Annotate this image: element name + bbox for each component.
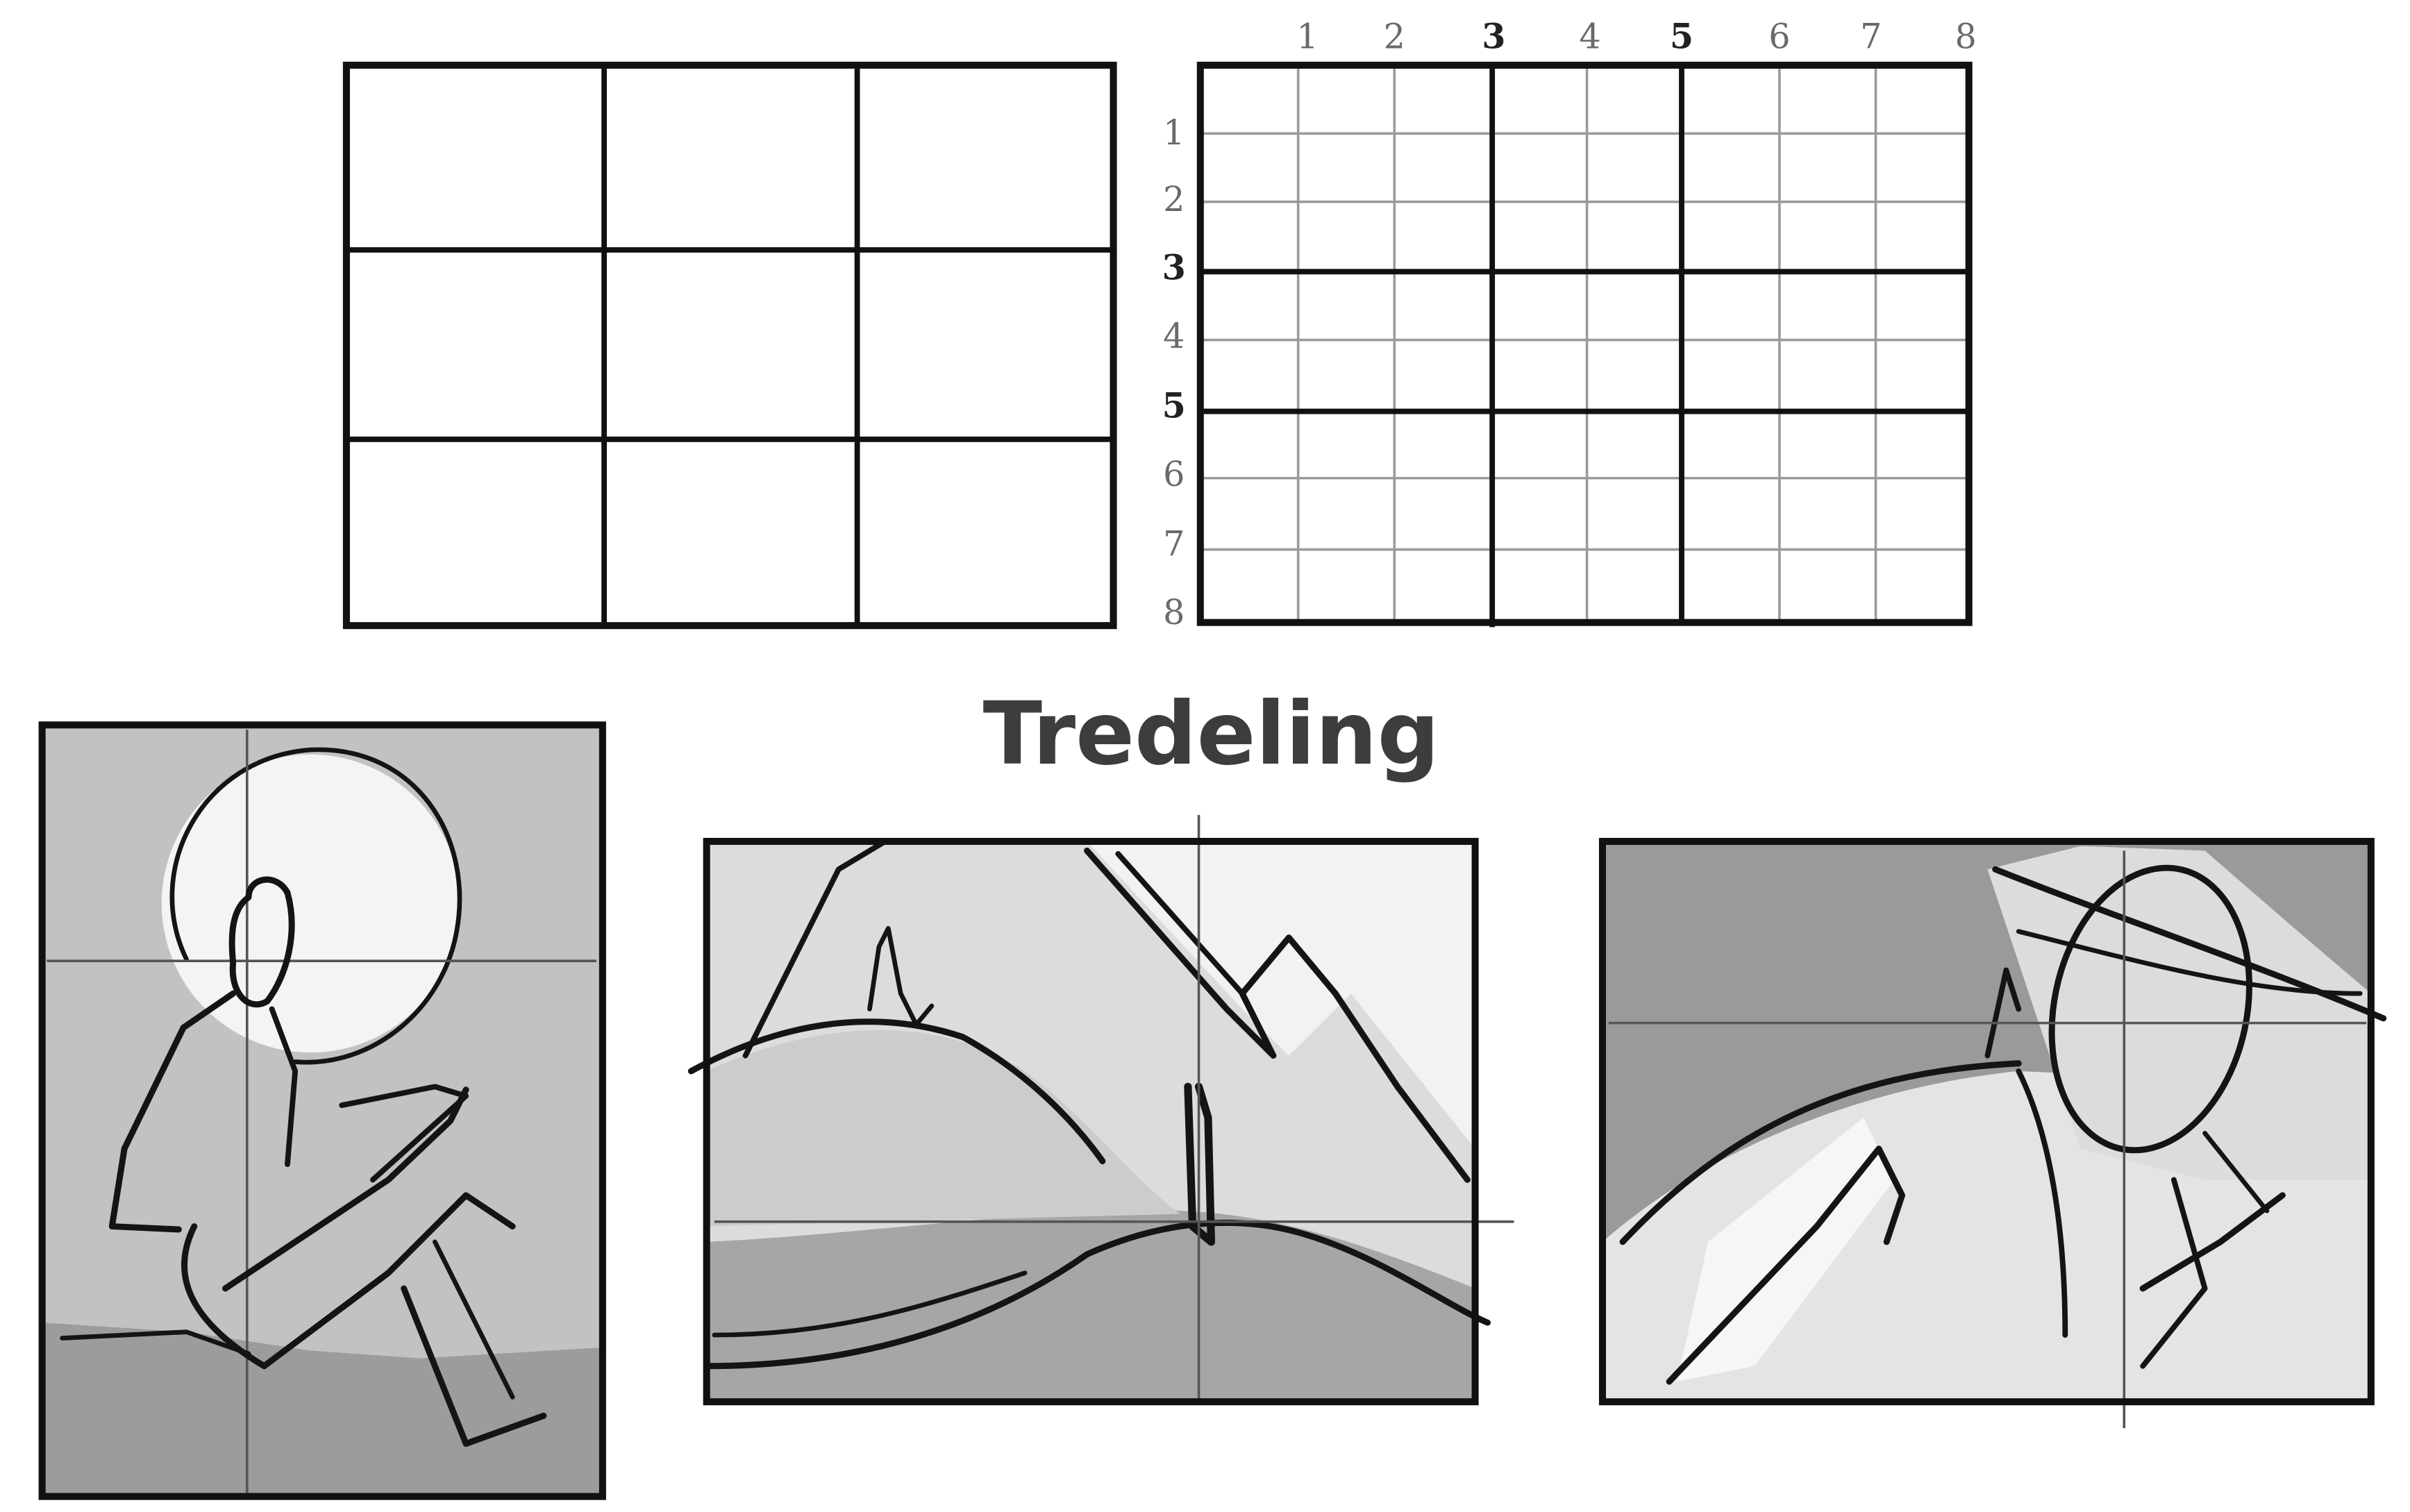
column-number: 4 xyxy=(1579,16,1600,56)
sketch-figure-moon xyxy=(42,725,603,1496)
row-number: 1 xyxy=(1163,112,1185,153)
sketch-mountains-lighthouse xyxy=(691,815,1514,1405)
row-number: 6 xyxy=(1163,454,1185,494)
column-number: 5 xyxy=(1670,16,1693,56)
column-number: 2 xyxy=(1384,16,1405,56)
three-by-three-grid xyxy=(346,65,1114,625)
column-number: 1 xyxy=(1296,16,1318,56)
row-number: 4 xyxy=(1163,316,1185,356)
row-number: 5 xyxy=(1162,386,1186,426)
column-number: 3 xyxy=(1482,16,1505,56)
column-number: 6 xyxy=(1768,16,1790,56)
row-number: 3 xyxy=(1162,248,1186,288)
diagram-title: Tredeling xyxy=(983,683,1440,784)
eight-by-eight-grid: 1 2 3 4 5 6 7 8 1 2 3 4 5 6 7 8 xyxy=(1162,16,1977,632)
row-number: 2 xyxy=(1163,179,1185,219)
sketch-rider-closeup xyxy=(1603,841,2384,1428)
row-number: 8 xyxy=(1163,592,1185,632)
row-number: 7 xyxy=(1163,524,1185,564)
column-number: 8 xyxy=(1955,16,1977,56)
column-number: 7 xyxy=(1860,16,1882,56)
